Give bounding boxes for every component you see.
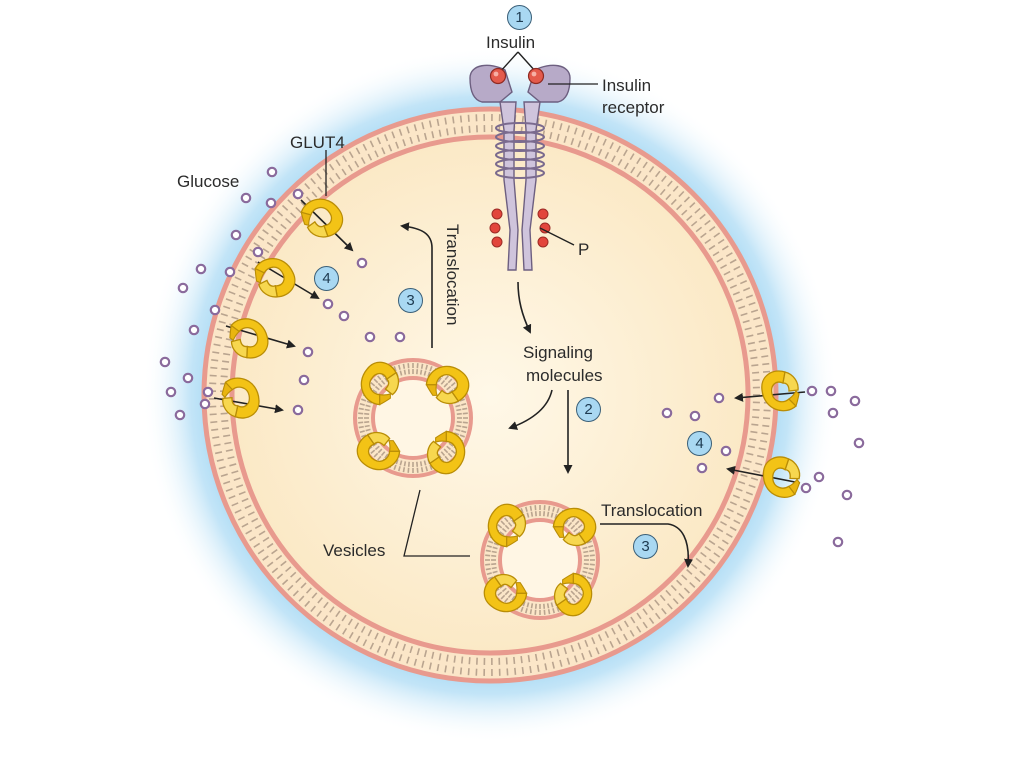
glucose-label: Glucose — [177, 172, 240, 191]
step-3-left-badge: 3 — [398, 288, 423, 313]
signaling-molecules-label-line1: Signaling — [523, 343, 593, 362]
translocation-horizontal-label: Translocation — [601, 501, 703, 520]
insulin-receptor-label-line1: Insulin — [602, 76, 652, 95]
insulin-molecules — [489, 51, 598, 85]
leader-lines — [325, 150, 470, 557]
step-2-badge: 2 — [576, 397, 601, 422]
pathway-arrows — [400, 222, 694, 568]
glut4-label: GLUT4 — [290, 133, 345, 152]
vesicles-label: Vesicles — [323, 541, 386, 560]
insulin-label: Insulin — [486, 33, 536, 52]
glucose-molecules — [159, 166, 865, 548]
vesicle-lower — [476, 496, 604, 624]
signaling-molecules-label-line2: molecules — [526, 366, 603, 385]
step-3-bottom-badge: 3 — [633, 534, 658, 559]
phosphate-label: P — [578, 240, 590, 259]
step-1-badge: 1 — [507, 5, 532, 30]
vesicle-upper-left — [349, 354, 477, 482]
translocation-vertical-label: Translocation — [443, 224, 462, 326]
step-4-right-badge: 4 — [687, 431, 712, 456]
insulin-receptor-label-line2: receptor — [602, 98, 665, 117]
step-4-left-badge: 4 — [314, 266, 339, 291]
